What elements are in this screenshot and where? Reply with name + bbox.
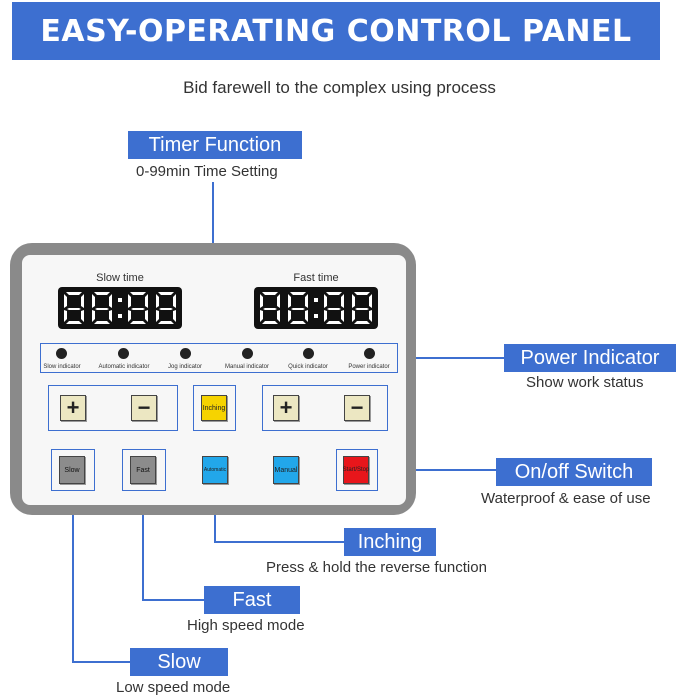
- fast-connector-vertical: [142, 491, 144, 601]
- start-stop-button[interactable]: Start/Stop: [343, 456, 369, 484]
- automatic-indicator-light: [118, 348, 129, 359]
- start-stop-key-highlight: [336, 449, 378, 491]
- manual-indicator-light: [242, 348, 253, 359]
- jog-indicator-label: Jog indicator: [167, 364, 203, 370]
- page-subtitle: Bid farewell to the complex using proces…: [183, 78, 496, 97]
- digit: [128, 292, 148, 324]
- slow-key-highlight: [51, 449, 95, 491]
- onoff-connector: [378, 469, 496, 471]
- fast-callout: Fast: [204, 586, 300, 614]
- slow-button[interactable]: Slow: [59, 456, 85, 484]
- slow-time-display: [58, 287, 182, 329]
- fast-key-highlight: [122, 449, 166, 491]
- slow-callout: Slow: [130, 648, 228, 676]
- inching-callout: Inching: [344, 528, 436, 556]
- digit: [156, 292, 176, 324]
- colon: [314, 298, 318, 318]
- fast-time-minus-button[interactable]: −: [344, 395, 370, 421]
- slow-connector-horizontal: [72, 661, 130, 663]
- timer-function-desc: 0-99min Time Setting: [136, 163, 278, 180]
- digit: [64, 292, 84, 324]
- indicator-row-highlight: [40, 343, 398, 373]
- fast-time-display: [254, 287, 378, 329]
- power-indicator-light: [364, 348, 375, 359]
- fast-button[interactable]: Fast: [130, 456, 156, 484]
- digit: [288, 292, 308, 324]
- inching-desc: Press & hold the reverse function: [266, 559, 487, 576]
- timer-function-callout: Timer Function: [128, 131, 302, 159]
- fast-time-plus-button[interactable]: +: [273, 395, 299, 421]
- inching-key-highlight: [193, 385, 236, 431]
- slow-time-plus-button[interactable]: +: [60, 395, 86, 421]
- onoff-switch-callout: On/off Switch: [496, 458, 652, 486]
- jog-indicator-light: [180, 348, 191, 359]
- fast-connector-horizontal: [142, 599, 204, 601]
- fast-time-keys-highlight: [262, 385, 388, 431]
- digit: [92, 292, 112, 324]
- onoff-switch-desc: Waterproof & ease of use: [481, 490, 651, 507]
- power-connector: [398, 357, 504, 359]
- slow-time-keys-highlight: [48, 385, 178, 431]
- fast-time-label: Fast time: [293, 272, 339, 284]
- manual-indicator-label: Manual indicator: [224, 364, 270, 370]
- automatic-button[interactable]: Automatic: [202, 456, 228, 484]
- slow-indicator-label: Slow indicator: [43, 364, 81, 370]
- slow-connector-vertical: [72, 491, 74, 663]
- inching-button[interactable]: Inching: [201, 395, 227, 421]
- slow-indicator-light: [56, 348, 67, 359]
- quick-indicator-light: [303, 348, 314, 359]
- inching-connector-horizontal: [214, 541, 344, 543]
- digit: [352, 292, 372, 324]
- automatic-indicator-label: Automatic indicator: [98, 364, 150, 370]
- digit: [260, 292, 280, 324]
- manual-button[interactable]: Manual: [273, 456, 299, 484]
- page-title: EASY-OPERATING CONTROL PANEL: [12, 2, 660, 60]
- power-indicator-desc: Show work status: [526, 374, 644, 391]
- power-indicator-callout: Power Indicator: [504, 344, 676, 372]
- slow-desc: Low speed mode: [116, 679, 231, 696]
- quick-indicator-label: Quick indicator: [288, 364, 328, 370]
- power-indicator-label: Power indicator: [348, 364, 390, 370]
- slow-time-minus-button[interactable]: −: [131, 395, 157, 421]
- colon: [118, 298, 122, 318]
- digit: [324, 292, 344, 324]
- fast-desc: High speed mode: [187, 617, 305, 634]
- slow-time-label: Slow time: [96, 272, 144, 284]
